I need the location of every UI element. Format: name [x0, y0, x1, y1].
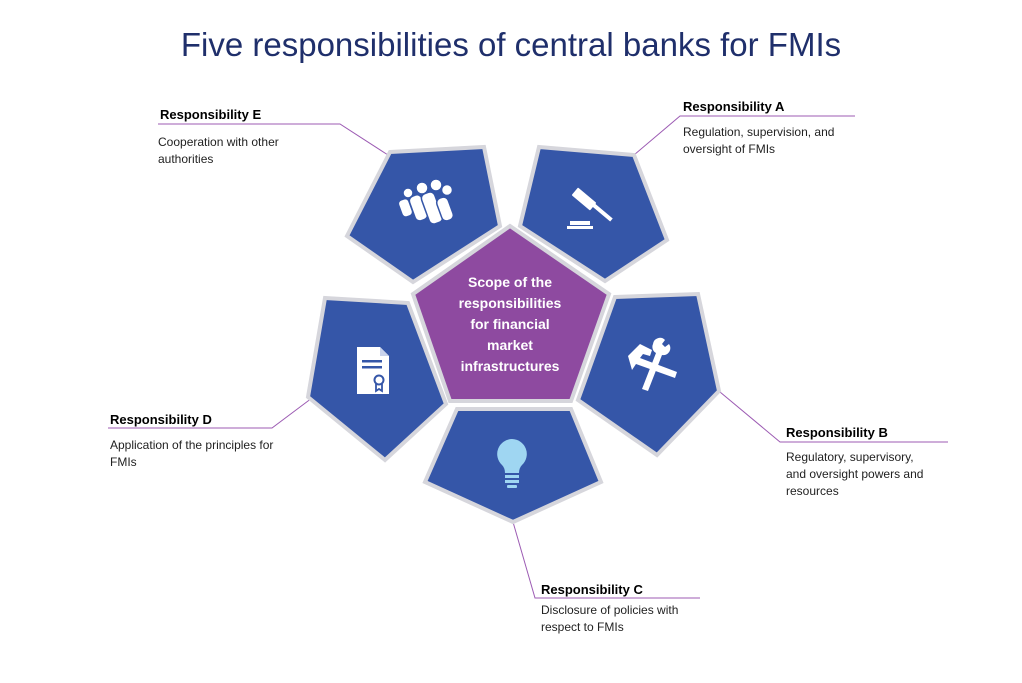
certificate-document-icon: [357, 347, 389, 394]
responsibility-e-desc-2: authorities: [158, 152, 213, 166]
center-line-2: responsibilities: [459, 295, 562, 311]
connector-lines: [108, 115, 948, 599]
gavel-icon: [567, 187, 613, 229]
responsibility-c-desc-2: respect to FMIs: [541, 620, 624, 634]
page-title: Five responsibilities of central banks f…: [180, 26, 842, 63]
responsibility-d-desc-2: FMIs: [110, 455, 137, 469]
connector-e: [158, 123, 389, 156]
responsibility-e-desc-1: Cooperation with other: [158, 135, 279, 149]
responsibility-e-label: Responsibility E Cooperation with other …: [158, 107, 279, 166]
responsibility-c-label: Responsibility C Disclosure of policies …: [541, 582, 678, 634]
responsibility-a-desc-2: oversight of FMIs: [683, 142, 775, 156]
responsibility-d-desc-1: Application of the principles for: [110, 438, 273, 452]
responsibility-b-title: Responsibility B: [786, 425, 888, 440]
people-group-icon: [397, 178, 455, 225]
connector-a: [633, 115, 855, 156]
responsibility-d-label: Responsibility D Application of the prin…: [110, 412, 273, 469]
tools-icon: [628, 337, 677, 391]
responsibility-a-desc-1: Regulation, supervision, and: [683, 125, 834, 139]
connector-b: [719, 391, 948, 443]
center-line-1: Scope of the: [468, 274, 552, 290]
pentagon-a: [517, 144, 670, 284]
responsibility-c-desc-1: Disclosure of policies with: [541, 603, 678, 617]
center-line-4: market: [487, 337, 533, 353]
connector-d: [108, 397, 313, 429]
responsibility-b-label: Responsibility B Regulatory, supervisory…: [786, 425, 923, 498]
center-label: Scope of the responsibilities for financ…: [459, 274, 562, 374]
center-pentagon: [410, 223, 612, 403]
responsibility-b-desc-2: and oversight powers and: [786, 467, 923, 481]
responsibility-a-label: Responsibility A Regulation, supervision…: [683, 99, 834, 156]
center-line-5: infrastructures: [461, 358, 560, 374]
responsibility-b-desc-3: resources: [786, 484, 839, 498]
connector-c: [512, 521, 700, 599]
responsibility-d-title: Responsibility D: [110, 412, 212, 427]
responsibility-c-title: Responsibility C: [541, 582, 643, 597]
lightbulb-icon: [497, 439, 527, 488]
responsibility-e-title: Responsibility E: [160, 107, 261, 122]
responsibility-a-title: Responsibility A: [683, 99, 785, 114]
center-line-3: for financial: [470, 316, 549, 332]
responsibility-b-desc-1: Regulatory, supervisory,: [786, 450, 914, 464]
